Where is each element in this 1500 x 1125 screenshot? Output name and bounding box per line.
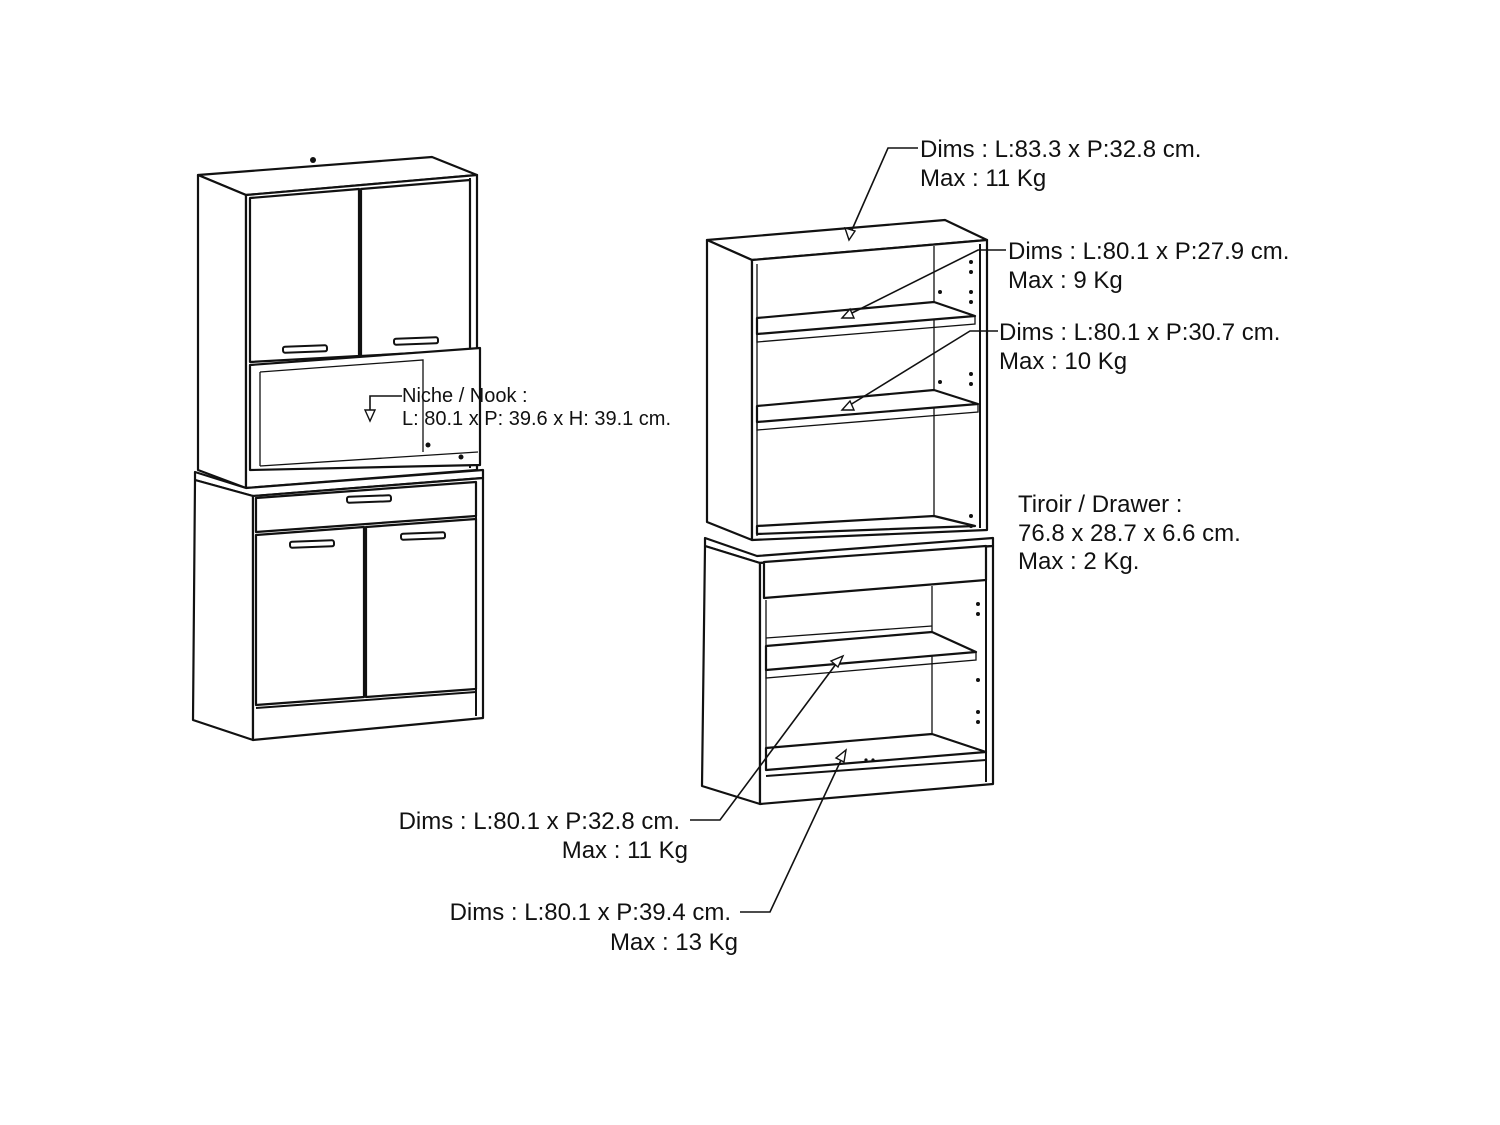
lower-shelf-2-pointer [740,748,847,913]
upper-shelf-1-max: Max : 9 Kg [1008,267,1123,294]
label-niche: Niche / Nook : L: 80.1 x P: 39.6 x H: 39… [402,385,671,430]
lower-shelf-2-dims: Dims : L:80.1 x P:39.4 cm. [450,899,731,926]
label-drawer: Tiroir / Drawer : 76.8 x 28.7 x 6.6 cm. … [1018,491,1241,575]
upper-shelf-2-dims: Dims : L:80.1 x P:30.7 cm. [999,319,1280,346]
drawer-max: Max : 2 Kg. [1018,548,1139,575]
upper-shelf-1-dims: Dims : L:80.1 x P:27.9 cm. [1008,238,1289,265]
drawer-title: Tiroir / Drawer : [1018,491,1182,518]
base-unit [191,468,485,742]
hutch-bottom-shelf [755,514,977,536]
lower-shelf-1-dims: Dims : L:80.1 x P:32.8 cm. [399,808,680,835]
lower-left-door [254,525,366,707]
upper-shelf-1-pointer [840,249,1006,319]
drawer-front [762,544,988,600]
lower-shelf-2-max: Max : 13 Kg [610,929,738,956]
hutch-unit-open [705,218,989,542]
drawer-dims: 76.8 x 28.7 x 6.6 cm. [1018,520,1241,547]
label-upper-shelf-2: Dims : L:80.1 x P:30.7 cm. Max : 10 Kg [999,319,1280,375]
cabinet-closed-view [191,155,485,742]
hutch-unit [196,155,482,490]
drawer-front [254,480,478,534]
upper-shelf-2-max: Max : 10 Kg [999,348,1127,375]
cabinet-open-view [700,218,995,806]
label-lower-shelf-2: Dims : L:80.1 x P:39.4 cm. Max : 13 Kg [450,899,738,956]
niche-dims: L: 80.1 x P: 39.6 x H: 39.1 cm. [402,408,671,430]
lower-right-door [364,517,478,699]
lower-shelf-1-pointer [690,654,845,821]
niche-pointer [363,395,402,423]
door-handle-icon [288,539,336,549]
base-side-panel [700,544,762,806]
top-panel-dims: Dims : L:83.3 x P:32.8 cm. [920,136,1201,163]
hutch-side-panel [705,238,754,542]
upper-left-door [248,187,361,364]
upper-shelf-2-pointer [840,330,998,411]
base-unit-open [700,536,995,806]
door-handle-icon [281,344,329,354]
label-top-panel: Dims : L:83.3 x P:32.8 cm. Max : 11 Kg [920,136,1201,192]
label-lower-shelf-1: Dims : L:80.1 x P:32.8 cm. Max : 11 Kg [399,808,688,864]
wall-fixing-icon [310,157,316,163]
drawer-handle-icon [345,494,393,504]
door-handle-icon [399,531,447,541]
lower-shelf-1-max: Max : 11 Kg [562,837,688,864]
label-upper-shelf-1: Dims : L:80.1 x P:27.9 cm. Max : 9 Kg [1008,238,1289,294]
niche-title: Niche / Nook : [402,385,528,407]
hutch-interior [750,238,989,542]
upper-right-door [359,178,472,358]
hutch-side-panel [196,173,248,490]
door-handle-icon [392,336,440,346]
lower-shelf-2 [764,732,988,772]
base-side-panel [191,478,255,742]
top-panel-pointer [843,147,918,242]
top-panel-max: Max : 11 Kg [920,165,1046,192]
